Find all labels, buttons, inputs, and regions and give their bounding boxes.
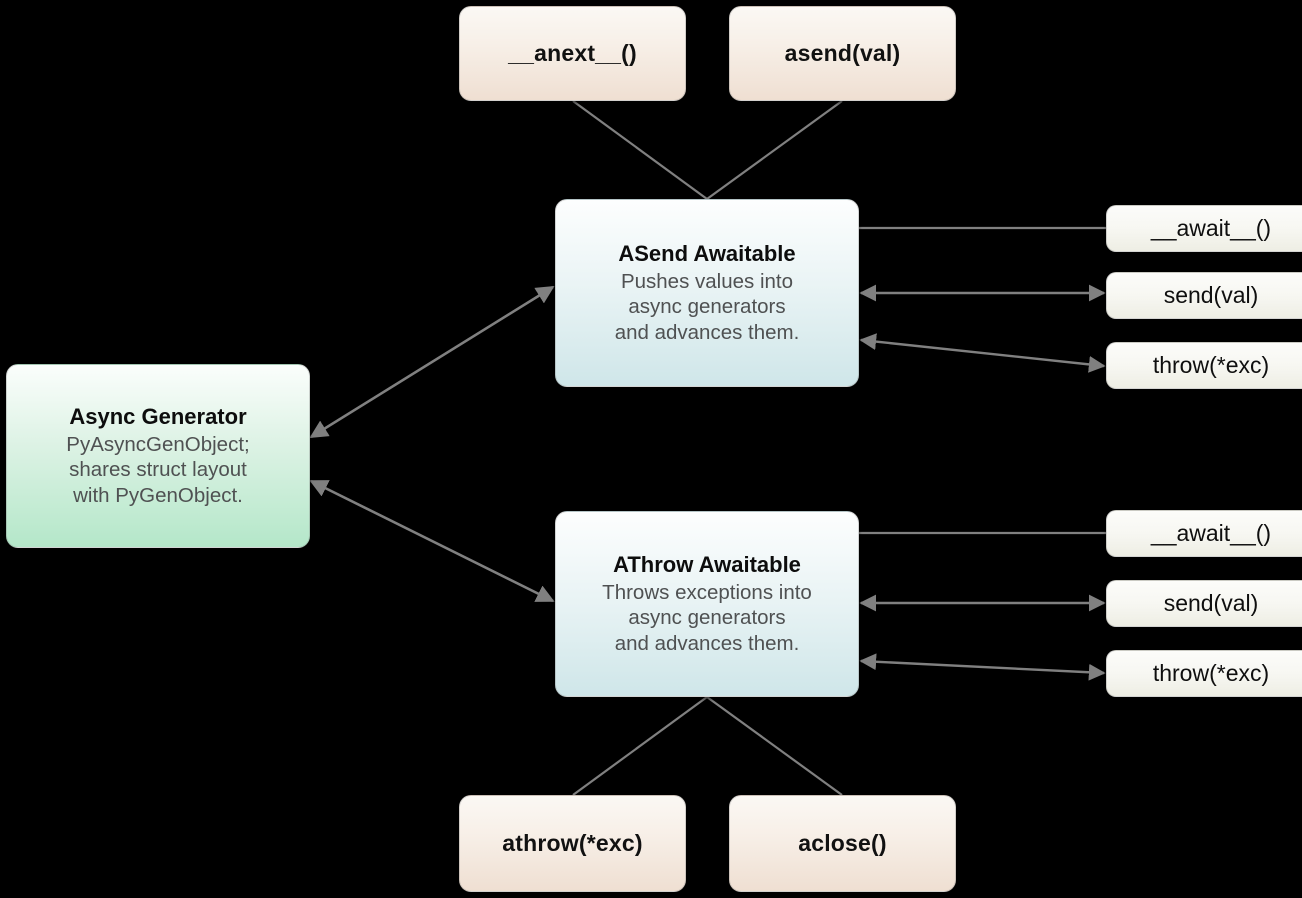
node-athrow-awaitable-title: AThrow Awaitable <box>613 552 801 578</box>
node-athrow-awaitable-desc-2: async generators <box>628 606 786 630</box>
node-athrow-await[interactable]: __await__() <box>1106 510 1302 557</box>
node-athrow-throw[interactable]: throw(*exc) <box>1106 650 1302 697</box>
edge-asend-throw <box>859 333 1106 373</box>
node-asend-awaitable-desc-3: and advances them. <box>614 320 800 344</box>
node-async-generator-desc-3: with PyGenObject. <box>73 483 243 507</box>
node-aclose-method-label: aclose() <box>798 830 887 856</box>
node-athrow-send[interactable]: send(val) <box>1106 580 1302 627</box>
node-asend-awaitable-desc-1: Pushes values into <box>620 270 794 294</box>
node-athrow-method[interactable]: athrow(*exc) <box>459 795 686 892</box>
node-asend-await[interactable]: __await__() <box>1106 205 1302 252</box>
node-aclose-method[interactable]: aclose() <box>729 795 956 892</box>
edge-anext-to-asend <box>572 100 708 200</box>
edge-generator-athrow <box>309 479 555 603</box>
node-asend-await-label: __await__() <box>1150 215 1272 241</box>
node-athrow-method-label: athrow(*exc) <box>502 830 643 856</box>
node-asend-awaitable-desc-2: async generators <box>628 295 786 319</box>
node-asend-throw[interactable]: throw(*exc) <box>1106 342 1302 389</box>
node-athrow-await-label: __await__() <box>1150 520 1272 546</box>
node-anext-method[interactable]: __anext__() <box>459 6 686 101</box>
edge-generator-asend <box>309 285 555 439</box>
edge-asendmethod-to-asend <box>706 100 843 200</box>
edge-athrowmethod-to-athrow <box>572 696 708 796</box>
node-asend-send-label: send(val) <box>1163 282 1259 308</box>
node-asend-awaitable-title: ASend Awaitable <box>618 241 796 267</box>
node-asend-method[interactable]: asend(val) <box>729 6 956 101</box>
node-asend-send[interactable]: send(val) <box>1106 272 1302 319</box>
node-athrow-awaitable-desc-3: and advances them. <box>614 631 800 655</box>
node-athrow-throw-label: throw(*exc) <box>1152 660 1270 686</box>
node-anext-method-label: __anext__() <box>508 40 637 66</box>
node-athrow-awaitable-desc-1: Throws exceptions into <box>602 581 812 605</box>
node-asend-throw-label: throw(*exc) <box>1152 352 1270 378</box>
node-athrow-send-label: send(val) <box>1163 590 1259 616</box>
node-async-generator-title: Async Generator <box>69 404 247 430</box>
edge-athrow-throw <box>859 653 1106 681</box>
node-asend-awaitable[interactable]: ASend Awaitable Pushes values into async… <box>555 199 859 387</box>
node-asend-method-label: asend(val) <box>784 40 901 66</box>
node-async-generator[interactable]: Async Generator PyAsyncGenObject; shares… <box>6 364 310 548</box>
node-async-generator-desc-2: shares struct layout <box>69 458 247 482</box>
node-async-generator-desc-1: PyAsyncGenObject; <box>66 433 250 457</box>
edge-aclose-to-athrow <box>706 696 843 796</box>
node-athrow-awaitable[interactable]: AThrow Awaitable Throws exceptions into … <box>555 511 859 697</box>
